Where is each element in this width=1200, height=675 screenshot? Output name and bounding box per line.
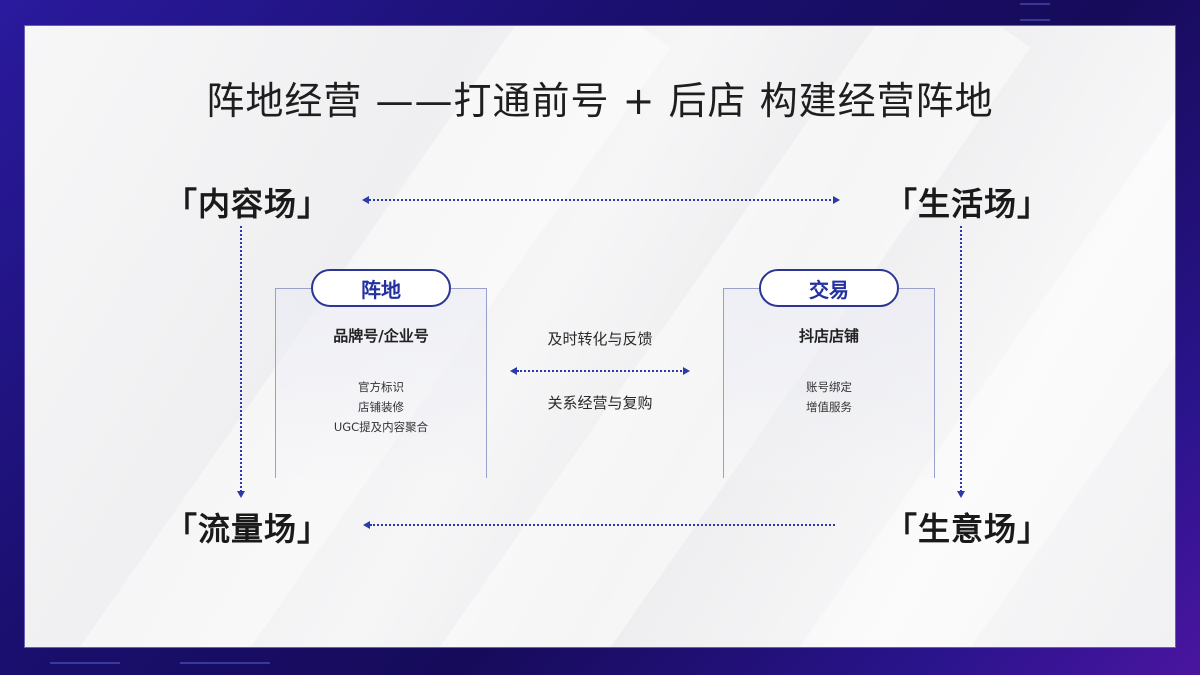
card-item: 官方标识 [358,380,404,394]
card-item: 账号绑定 [806,380,852,394]
badge-transaction: 交易 [759,269,899,307]
card-item: UGC提及内容聚合 [333,420,429,434]
slide-canvas: 阵地经营 ——打通前号 + 后店 构建经营阵地 「内容场」 「生活场」 「流量场… [24,25,1176,648]
connector-top [369,199,835,201]
arrow-left-icon [510,367,517,375]
background-stripe [50,662,120,664]
arrow-right-icon [683,367,690,375]
arrow-left-icon [363,521,370,529]
arrow-down-icon [957,491,965,498]
label-life-field: 「生活场」 [885,185,1051,223]
connector-left [240,226,242,492]
connector-middle [517,370,685,372]
label-content-field: 「内容场」 [165,185,331,223]
card-title: 抖店店铺 [798,327,859,345]
arrow-left-icon [362,196,369,204]
connector-bottom [370,524,835,526]
card-position: 阵地 品牌号/企业号 官方标识 店铺装修 UGC提及内容聚合 [275,269,487,478]
card-transaction: 交易 抖店店铺 账号绑定 增值服务 [723,269,935,478]
slide-title: 阵地经营 ——打通前号 + 后店 构建经营阵地 [206,79,994,123]
label-traffic-field: 「流量场」 [165,510,331,548]
label-relationship-repurchase: 关系经营与复购 [547,394,653,412]
label-conversion-feedback: 及时转化与反馈 [547,330,653,348]
card-title: 品牌号/企业号 [333,327,429,345]
label-business-field: 「生意场」 [885,510,1051,548]
card-items: 账号绑定 增值服务 [724,377,934,417]
connector-right [960,226,962,492]
background-stripe [1020,19,1050,21]
arrow-down-icon [237,491,245,498]
background-stripe [1020,3,1050,5]
arrow-right-icon [833,196,840,204]
background-stripe [180,662,270,664]
badge-position: 阵地 [311,269,451,307]
card-item: 增值服务 [806,400,852,414]
card-item: 店铺装修 [358,400,404,414]
card-items: 官方标识 店铺装修 UGC提及内容聚合 [276,377,486,437]
